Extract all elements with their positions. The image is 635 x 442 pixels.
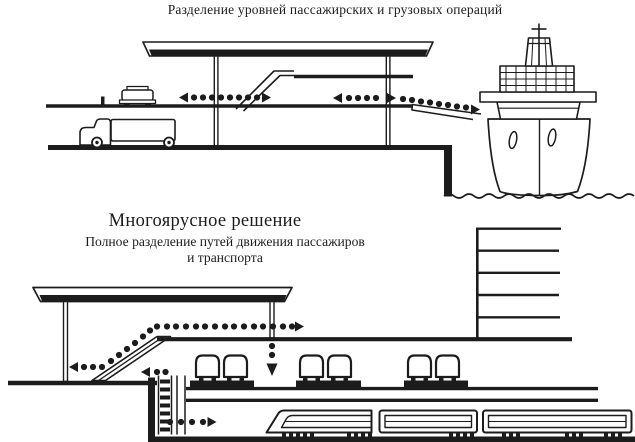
- truck-icon: [79, 118, 176, 149]
- canopy-icon: [32, 286, 293, 303]
- lower-diagram-title: Многоярусное решение: [108, 211, 302, 231]
- column-icon: [269, 300, 275, 339]
- column-icon: [62, 300, 69, 383]
- column-icon: [213, 55, 219, 149]
- lower-diagram-subtitle-line2: и транспорта: [187, 249, 263, 265]
- waterline-icon: [443, 193, 635, 199]
- bus-icon: [298, 354, 325, 381]
- bus-platform: [404, 380, 468, 389]
- bus-platform: [190, 380, 254, 389]
- shaft-wall: [148, 377, 155, 437]
- lower-diagram-subtitle: Полное разделение путей движения пассажи…: [28, 234, 422, 266]
- bus-icon: [434, 354, 461, 381]
- bus-row: [194, 354, 461, 381]
- gangway-icon: [411, 103, 482, 121]
- train-wheels: [282, 432, 622, 437]
- upper-diagram-title: Разделение уровней пассажирских и грузов…: [167, 2, 503, 17]
- bus-icon: [194, 354, 221, 381]
- bollard-icon: [101, 96, 105, 106]
- upper-diagram: [46, 23, 635, 199]
- lower-diagram: [8, 227, 635, 442]
- canopy-icon: [142, 41, 434, 57]
- escalator-icon: [91, 335, 172, 382]
- quay-wall: [444, 149, 452, 197]
- bus-icon: [406, 354, 433, 381]
- lower-diagram-subtitle-line1: Полное разделение путей движения пассажи…: [85, 234, 365, 249]
- bottom-slab: [148, 436, 635, 442]
- bus-platform: [296, 380, 361, 389]
- multistorey-building-icon: [475, 227, 561, 341]
- train-icon: [265, 409, 633, 437]
- bus-icon: [222, 354, 249, 381]
- passenger-flow-dots: [69, 321, 304, 427]
- car-icon: [118, 85, 157, 107]
- passenger-flow-dots: [179, 92, 271, 103]
- stair-shaft-icon: [157, 375, 186, 435]
- bus-icon: [326, 354, 353, 381]
- street-deck: [186, 380, 598, 402]
- passenger-flow-dots: [333, 93, 480, 115]
- ship-icon: [479, 23, 597, 197]
